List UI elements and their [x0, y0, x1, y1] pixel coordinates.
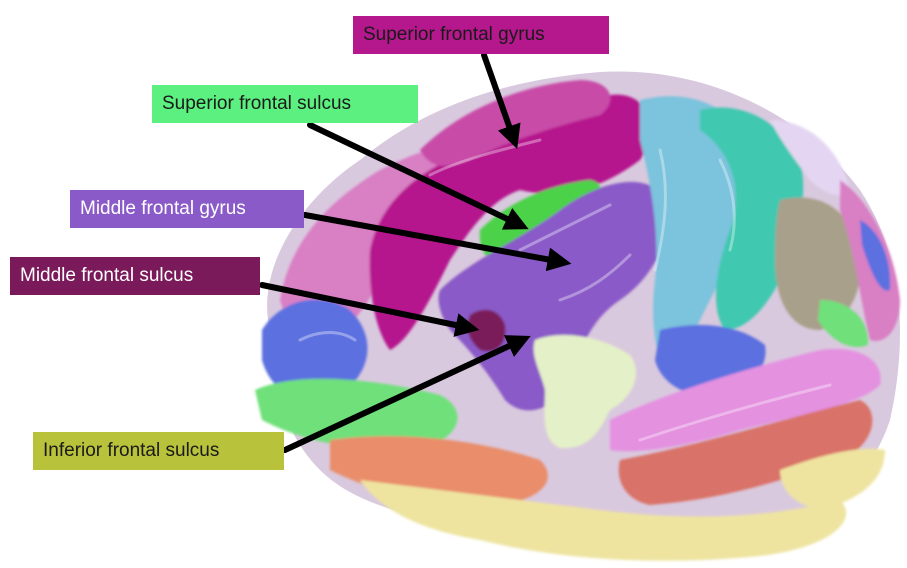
label-middle-frontal-gyrus: Middle frontal gyrus: [70, 190, 304, 228]
label-superior-frontal-sulcus: Superior frontal sulcus: [152, 85, 418, 123]
label-inferior-frontal-sulcus: Inferior frontal sulcus: [33, 432, 284, 470]
label-superior-frontal-gyrus: Superior frontal gyrus: [353, 16, 609, 54]
label-middle-frontal-sulcus: Middle frontal sulcus: [10, 257, 260, 295]
